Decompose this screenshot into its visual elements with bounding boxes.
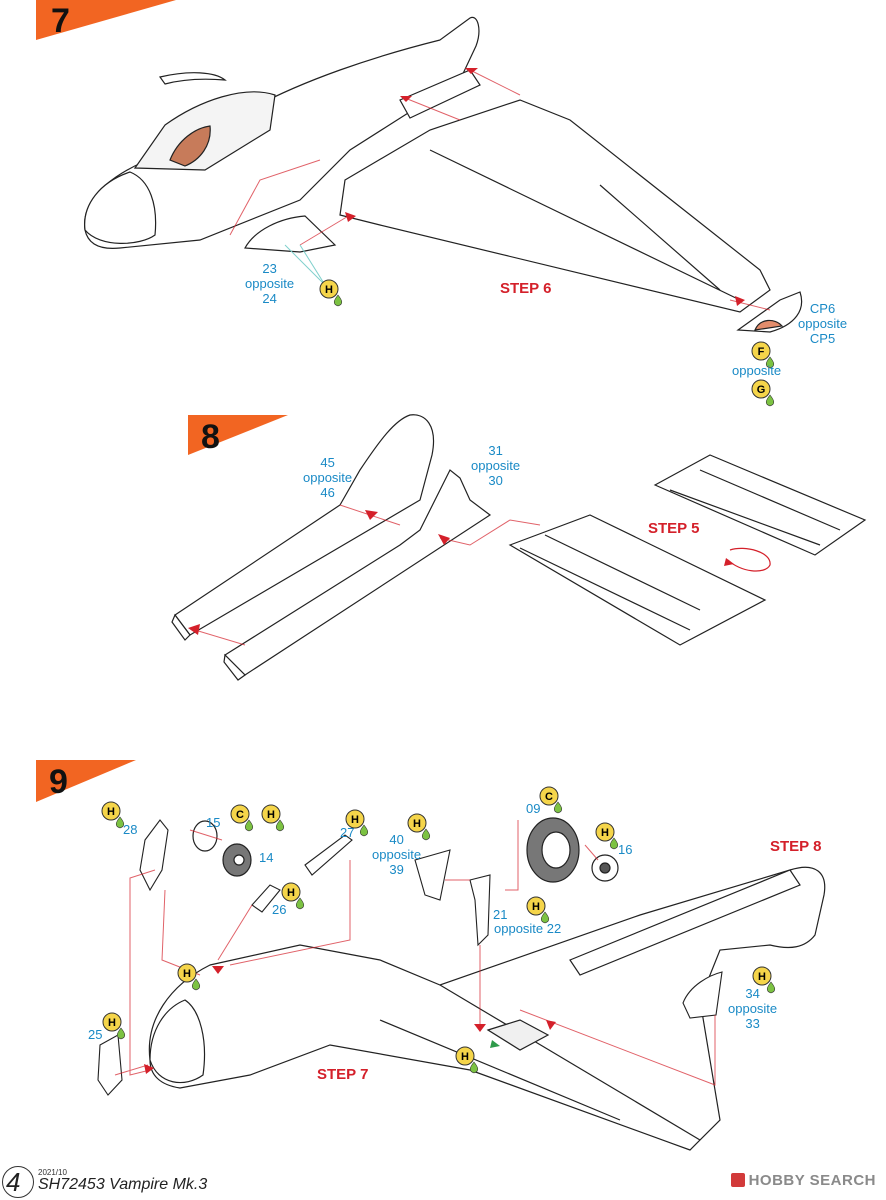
svg-text:H: H [183, 968, 191, 980]
paint-c-icon: C [538, 785, 572, 815]
svg-text:C: C [545, 791, 553, 803]
paint-h-icon: H [751, 965, 785, 995]
paint-f-icon: F [750, 340, 784, 370]
step-8-tab [188, 415, 288, 455]
step-5-reference: STEP 5 [648, 520, 700, 537]
page-number-circle [2, 1166, 34, 1198]
step-8-tab-shape [188, 415, 288, 455]
svg-text:H: H [601, 827, 609, 839]
paint-h-icon: H [406, 812, 440, 842]
step-7-number: 7 [51, 2, 70, 40]
paint-h-icon: H [280, 881, 314, 911]
step-9-drawing [97, 817, 826, 1151]
paint-h-icon: H [525, 895, 559, 925]
paint-h-icon: H [260, 803, 294, 833]
paint-opposite-label: opposite [732, 363, 782, 378]
part-16-label: 16 [618, 842, 633, 857]
page-number: 4 [6, 1167, 21, 1197]
part-14-label: 14 [259, 850, 274, 865]
part-09-label: 09 [526, 801, 541, 816]
footer-date: 2021/10 [38, 1168, 67, 1177]
paint-h-icon: H [318, 278, 352, 308]
part-31-30-label: 31 opposite 30 [471, 443, 521, 488]
step-7-drawing [84, 16, 803, 333]
footer-title: SH72453 Vampire Mk.3 [38, 1176, 208, 1193]
paint-h-icon: H [101, 1011, 135, 1041]
step-7-tab [36, 0, 176, 40]
step-8-number: 8 [201, 418, 220, 456]
paint-g-icon: G [750, 378, 784, 408]
step-7-reference: STEP 7 [317, 1066, 369, 1083]
step-8-drawing [171, 414, 867, 681]
part-34-33-label: 34 opposite 33 [728, 986, 778, 1031]
watermark-icon [730, 1173, 745, 1187]
svg-text:H: H [461, 1051, 469, 1063]
svg-text:H: H [351, 814, 359, 826]
svg-text:H: H [325, 284, 333, 296]
part-23-24-label: 23 opposite 24 [245, 261, 295, 306]
part-45-46-label: 45 opposite 46 [303, 455, 353, 500]
svg-text:H: H [532, 901, 540, 913]
paint-h-icon: H [344, 808, 378, 838]
step-7-tab-shape [36, 0, 176, 40]
svg-text:H: H [413, 818, 421, 830]
svg-text:C: C [236, 809, 244, 821]
svg-text:H: H [108, 1017, 116, 1029]
part-cp6-cp5-label: CP6 opposite CP5 [798, 301, 848, 346]
step-6-reference: STEP 6 [500, 280, 552, 297]
paint-c-icon: C [229, 803, 263, 833]
part-27-label: 27 [340, 825, 355, 840]
svg-text:H: H [267, 809, 275, 821]
svg-text:H: H [758, 971, 766, 983]
step-8-reference: STEP 8 [770, 838, 822, 855]
part-40-39-label: 40 opposite 39 [372, 832, 422, 877]
paint-h-icon: H [594, 821, 628, 851]
step-9-number: 9 [49, 763, 68, 801]
svg-text:H: H [107, 806, 115, 818]
watermark-text: HOBBY SEARCH [748, 1172, 876, 1189]
part-15-label: 15 [206, 815, 221, 830]
part-22-label: opposite 22 [494, 921, 562, 936]
part-25-label: 25 [88, 1027, 103, 1042]
paint-h-icon: H [176, 962, 210, 992]
part-26-label: 26 [272, 902, 287, 917]
paint-h-icon: H [100, 800, 134, 830]
watermark: HOBBY SEARCH [730, 1172, 876, 1189]
svg-text:F: F [758, 346, 765, 358]
svg-text:H: H [287, 887, 295, 899]
step-9-tab [36, 760, 136, 802]
part-21-label: 21 [493, 907, 508, 922]
paint-h-icon: H [454, 1045, 488, 1075]
step-9-tab-shape [36, 760, 136, 802]
part-28-label: 28 [123, 822, 138, 837]
svg-text:G: G [757, 384, 766, 396]
